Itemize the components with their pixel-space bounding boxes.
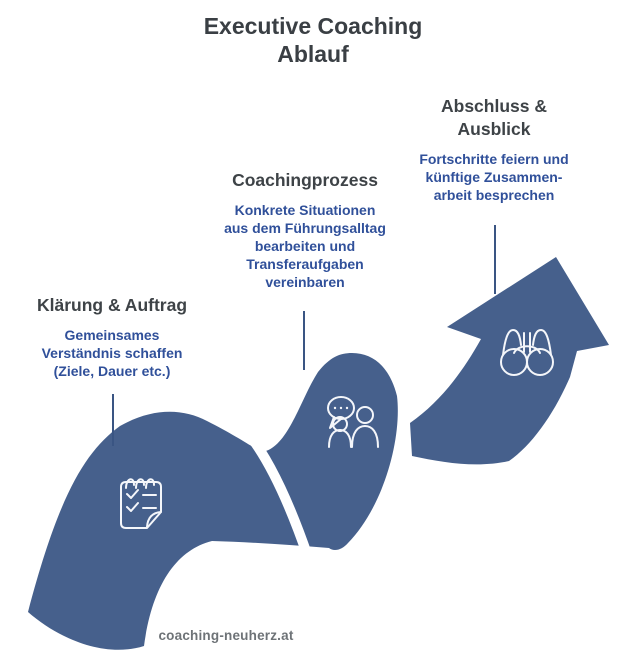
stage-coachingprozess: Coachingprozess Konkrete Situationen aus…: [224, 169, 386, 291]
wave-slit: [235, 419, 313, 562]
watermark: coaching-neuherz.at: [158, 628, 294, 643]
stage-abschluss-ausblick: Abschluss & Ausblick Fortschritte feiern…: [419, 95, 568, 204]
page-title: Executive Coaching Ablauf: [204, 12, 423, 68]
stage-1-heading: Klärung & Auftrag: [36, 295, 188, 315]
chat-people-icon: [327, 396, 379, 448]
page-title-line-2: Ablauf: [277, 41, 349, 67]
stage-klaerung-auftrag: Klärung & Auftrag Gemeinsames Verständni…: [37, 294, 187, 380]
stage-3-description: Fortschritte feiern und künftige Zusamme…: [419, 151, 569, 203]
stage-1-description: Gemeinsames Verständnis schaffen (Ziele,…: [41, 327, 183, 379]
page-title-line-1: Executive Coaching: [203, 13, 423, 39]
wave-ribbon-path: [28, 353, 398, 650]
notepad-checklist-icon: [120, 478, 162, 529]
binoculars-icon: [500, 329, 554, 376]
arrow-path: [410, 257, 609, 465]
stage-2-heading: Coachingprozess: [232, 170, 378, 190]
stage-2-description: Konkrete Situationen aus dem Führungsall…: [224, 202, 386, 290]
stage-3-heading: Abschluss & Ausblick: [440, 96, 547, 139]
